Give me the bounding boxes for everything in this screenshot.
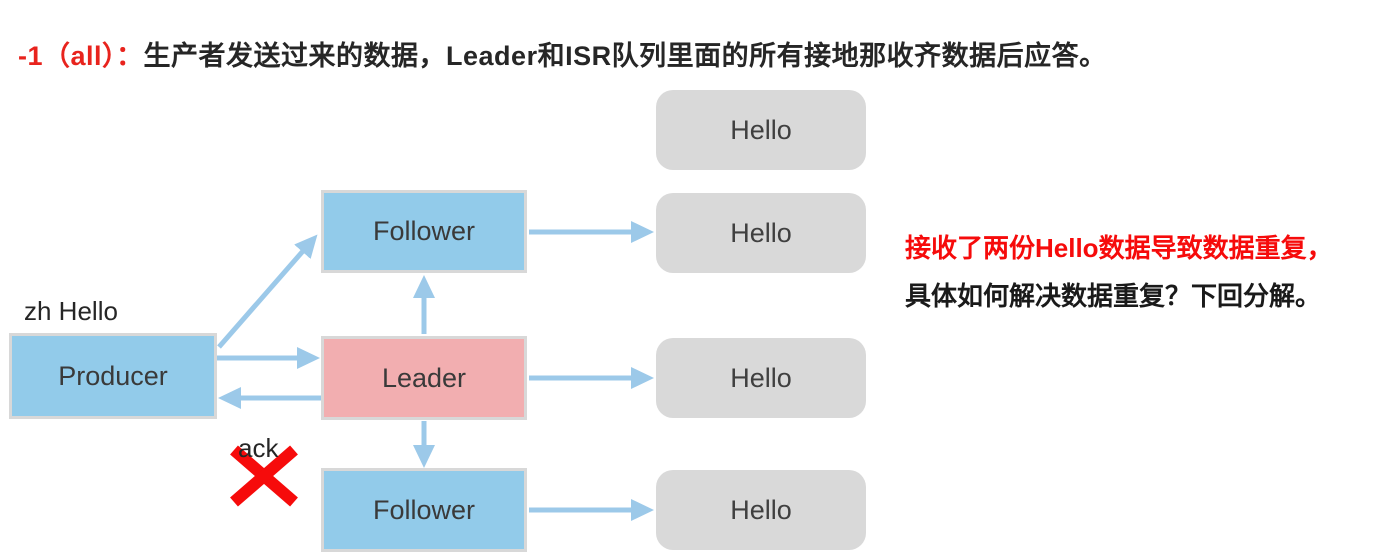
- title-description: 生产者发送过来的数据，Leader和ISR队列里面的所有接地那收齐数据后应答。: [143, 41, 1107, 71]
- follower-top-node: Follower: [321, 190, 527, 273]
- hello-box-3: Hello: [656, 338, 866, 418]
- producer-node: Producer: [9, 333, 217, 419]
- note-line-2: 具体如何解决数据重复？下回分解。: [905, 281, 1322, 311]
- leader-node: Leader: [321, 336, 527, 420]
- hello-label: Hello: [730, 217, 792, 248]
- hello-box-4: Hello: [656, 470, 866, 550]
- hello-label: Hello: [730, 494, 792, 525]
- leader-label: Leader: [381, 362, 467, 393]
- hello-label: Hello: [730, 114, 792, 145]
- producer-label: Producer: [58, 360, 168, 391]
- ack-label: ack: [238, 433, 279, 463]
- hello-box-2: Hello: [656, 193, 866, 273]
- page-title: -1（all）：生产者发送过来的数据，Leader和ISR队列里面的所有接地那收…: [18, 34, 1107, 73]
- follower-bottom-node: Follower: [321, 468, 527, 552]
- duplicate-data-note: 接收了两份Hello数据导致数据重复， 具体如何解决数据重复？下回分解。: [905, 224, 1375, 320]
- hello-label: Hello: [730, 362, 792, 393]
- zh-hello-label: zh Hello: [24, 296, 118, 326]
- arrow-producer-to-follower-top: [217, 234, 318, 349]
- title-ack-mode: -1（all）：: [18, 41, 144, 71]
- follower-bottom-label: Follower: [372, 494, 476, 525]
- hello-box-1: Hello: [656, 90, 866, 170]
- follower-top-label: Follower: [372, 216, 476, 246]
- note-line-1: 接收了两份Hello数据导致数据重复，: [905, 233, 1333, 263]
